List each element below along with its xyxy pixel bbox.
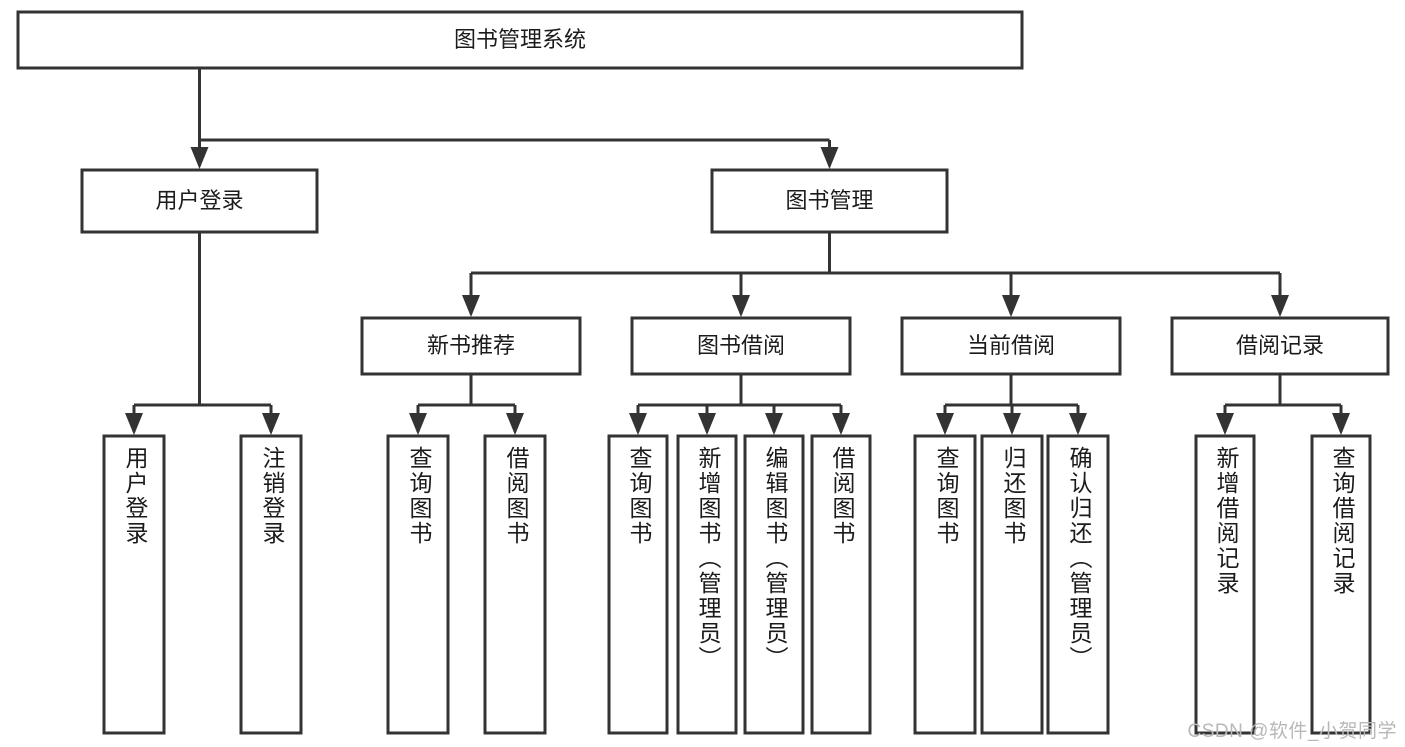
- arrow-head-icon-level3-1: [732, 295, 750, 317]
- node-level3-1[interactable]: [630, 316, 852, 376]
- node-leaf-user_login-1[interactable]: [239, 434, 303, 735]
- node-leaf-user_login-0[interactable]: [102, 434, 166, 735]
- node-leaf-current_borrow-1[interactable]: [980, 434, 1044, 735]
- arrow-head-icon-current-borrow-2: [1069, 413, 1087, 435]
- node-leaf-borrow_record-1[interactable]: [1310, 434, 1372, 735]
- connectors-layer: [125, 68, 1350, 435]
- node-level2-1[interactable]: [710, 168, 949, 234]
- node-level2-0[interactable]: [80, 168, 319, 234]
- arrow-head-icon-level2-0: [190, 147, 209, 169]
- arrow-head-icon-book-borrow-0: [629, 413, 647, 435]
- node-level3-0[interactable]: [360, 316, 582, 376]
- node-leaf-new_book-1[interactable]: [483, 434, 547, 735]
- node-leaf-current_borrow-0[interactable]: [913, 434, 977, 735]
- arrow-head-icon-borrow-record-0: [1216, 413, 1234, 435]
- node-root-system-label: 图书管理系统: [454, 27, 586, 52]
- arrow-head-icon-book-borrow-3: [832, 413, 850, 435]
- arrow-head-icon-level3-3: [1271, 295, 1289, 317]
- node-level3-2-label: 当前借阅: [967, 333, 1055, 358]
- node-level3-1-label: 图书借阅: [697, 333, 785, 358]
- arrow-head-icon-user-login-1: [262, 413, 280, 435]
- node-level3-3[interactable]: [1170, 316, 1390, 376]
- arrow-head-icon-level3-0: [462, 295, 480, 317]
- node-root-system[interactable]: [16, 10, 1024, 70]
- node-level3-3-label: 借阅记录: [1236, 333, 1324, 358]
- arrow-head-icon-book-borrow-2: [765, 413, 783, 435]
- arrow-head-icon-new-book-1: [506, 413, 524, 435]
- node-level3-2[interactable]: [900, 316, 1122, 376]
- node-leaf-current_borrow-2[interactable]: [1046, 434, 1110, 735]
- arrow-head-icon-current-borrow-1: [1003, 413, 1021, 435]
- node-leaf-borrow_record-0[interactable]: [1194, 434, 1256, 735]
- node-level2-1-label: 图书管理: [785, 188, 873, 213]
- arrow-head-icon-borrow-record-1: [1332, 413, 1350, 435]
- watermark-text: CSDN @软件_小贺同学: [1187, 721, 1397, 742]
- node-leaf-book_borrow-2[interactable]: [743, 434, 805, 735]
- arrow-head-icon-user-login-0: [125, 413, 143, 435]
- arrow-head-icon-new-book-0: [409, 413, 427, 435]
- node-leaf-new_book-0[interactable]: [386, 434, 450, 735]
- node-leaf-book_borrow-0[interactable]: [607, 434, 669, 735]
- node-leaf-book_borrow-3[interactable]: [810, 434, 872, 735]
- node-leaf-book_borrow-1[interactable]: [676, 434, 738, 735]
- arrow-head-icon-current-borrow-0: [936, 413, 954, 435]
- arrow-head-icon-level2-1: [820, 147, 839, 169]
- arrow-head-icon-level3-2: [1002, 295, 1020, 317]
- arrow-head-icon-book-borrow-1: [698, 413, 716, 435]
- node-level2-0-label: 用户登录: [155, 188, 243, 213]
- node-level3-0-label: 新书推荐: [427, 333, 515, 358]
